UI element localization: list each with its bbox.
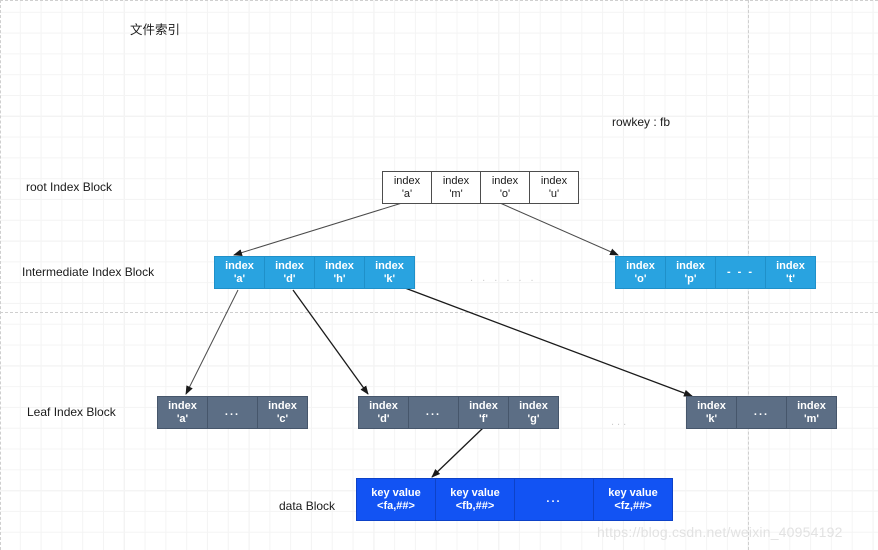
row-label-root: root Index Block <box>26 180 113 194</box>
arrow-root-a-to-intermediate-left <box>233 202 403 256</box>
data-cell-0-line2: <fa,##> <box>377 499 415 512</box>
leaf2-cell-3-line2: 'g' <box>527 412 540 425</box>
intermediate-right-cell-1-line2: 'p' <box>684 272 697 285</box>
intermediate-block-right[interactable]: index 'o' index 'p' - - - index 't' <box>615 256 816 289</box>
row-label-leaf: Leaf Index Block <box>27 405 116 419</box>
intermediate-right-cell-1-line1: index <box>676 259 705 272</box>
intermediate-right-cell-3[interactable]: index 't' <box>765 256 816 289</box>
leaf-block-a-c[interactable]: index 'a' ... index 'c' <box>157 396 308 429</box>
leaf1-cell-1-line1: ... <box>224 406 241 418</box>
leaf2-cell-2-line2: 'f' <box>479 412 488 425</box>
root-cell-3-line1: index <box>540 174 568 187</box>
root-cell-2[interactable]: index 'o' <box>480 171 530 204</box>
intermediate-left-cell-0-line1: index <box>225 259 254 272</box>
arrow-leaf-f-to-data-block <box>431 427 484 478</box>
intermediate-left-cell-2[interactable]: index 'h' <box>314 256 365 289</box>
leaf-block-k-m[interactable]: index 'k' ... index 'm' <box>686 396 837 429</box>
leaf1-cell-0-line1: index <box>168 399 197 412</box>
data-cell-0-line1: key value <box>371 486 421 499</box>
intermediate-left-cell-3[interactable]: index 'k' <box>364 256 415 289</box>
leaf2-cell-0[interactable]: index 'd' <box>358 396 409 429</box>
intermediate-left-cell-0-line2: 'a' <box>233 272 246 285</box>
intermediate-left-cell-1[interactable]: index 'd' <box>264 256 315 289</box>
row-label-data: data Block <box>279 499 336 513</box>
arrow-intermediate-a-to-leaf-1 <box>185 289 239 395</box>
leaf1-cell-2-line1: index <box>268 399 297 412</box>
guide-line-horizontal-mid <box>0 312 878 313</box>
root-index-block[interactable]: index 'a' index 'm' index 'o' index 'u' <box>382 171 579 204</box>
root-cell-0-line1: index <box>393 174 421 187</box>
data-cell-2-ellipsis[interactable]: ... <box>514 478 594 521</box>
intermediate-left-cell-1-line1: index <box>275 259 304 272</box>
diagram-title: 文件索引 <box>130 23 181 37</box>
leaf1-cell-1-ellipsis[interactable]: ... <box>207 396 258 429</box>
intermediate-block-left[interactable]: index 'a' index 'd' index 'h' index 'k' <box>214 256 415 289</box>
leaf3-cell-0[interactable]: index 'k' <box>686 396 737 429</box>
rowkey-note: rowkey : fb <box>612 115 671 129</box>
intermediate-left-cell-0[interactable]: index 'a' <box>214 256 265 289</box>
intermediate-right-cell-0-line1: index <box>626 259 655 272</box>
leaf3-cell-0-line1: index <box>697 399 726 412</box>
leaf3-cell-1-ellipsis[interactable]: ... <box>736 396 787 429</box>
data-cell-0[interactable]: key value <fa,##> <box>356 478 436 521</box>
leaf2-cell-2[interactable]: index 'f' <box>458 396 509 429</box>
data-cell-2-line1: ... <box>546 493 562 505</box>
data-cell-1[interactable]: key value <fb,##> <box>435 478 515 521</box>
root-cell-3-line2: 'u' <box>548 187 560 200</box>
arrow-intermediate-k-to-leaf-3 <box>404 287 693 397</box>
intermediate-left-cell-2-line2: 'h' <box>333 272 346 285</box>
intermediate-left-cell-1-line2: 'd' <box>283 272 296 285</box>
leaf-gap-dots: ... <box>611 416 630 428</box>
root-cell-1-line2: 'm' <box>449 187 463 200</box>
guide-line-vertical-left <box>0 0 1 550</box>
leaf3-cell-0-line2: 'k' <box>705 412 718 425</box>
data-block[interactable]: key value <fa,##> key value <fb,##> ... … <box>356 478 673 521</box>
leaf2-cell-0-line1: index <box>369 399 398 412</box>
leaf2-cell-1-line1: ... <box>425 406 442 418</box>
leaf3-cell-2[interactable]: index 'm' <box>786 396 837 429</box>
leaf2-cell-0-line2: 'd' <box>377 412 390 425</box>
intermediate-gap-dots: . . . . . . <box>470 272 537 284</box>
leaf3-cell-1-line1: ... <box>753 406 770 418</box>
leaf2-cell-2-line1: index <box>469 399 498 412</box>
intermediate-right-cell-2-line1: - - - <box>726 266 755 278</box>
intermediate-right-cell-3-line1: index <box>776 259 805 272</box>
root-cell-0[interactable]: index 'a' <box>382 171 432 204</box>
leaf1-cell-2-line2: 'c' <box>276 412 289 425</box>
leaf2-cell-3-line1: index <box>519 399 548 412</box>
leaf1-cell-2[interactable]: index 'c' <box>257 396 308 429</box>
leaf3-cell-2-line1: index <box>797 399 826 412</box>
root-cell-2-line1: index <box>491 174 519 187</box>
root-cell-3[interactable]: index 'u' <box>529 171 579 204</box>
intermediate-left-cell-3-line1: index <box>375 259 404 272</box>
root-cell-1-line1: index <box>442 174 470 187</box>
data-cell-3-line1: key value <box>608 486 658 499</box>
intermediate-right-cell-3-line2: 't' <box>786 272 795 285</box>
row-label-intermediate: Intermediate Index Block <box>22 265 155 279</box>
leaf-block-d-g[interactable]: index 'd' ... index 'f' index 'g' <box>358 396 559 429</box>
intermediate-right-cell-0[interactable]: index 'o' <box>615 256 666 289</box>
intermediate-right-cell-0-line2: 'o' <box>634 272 647 285</box>
data-cell-3[interactable]: key value <fz,##> <box>593 478 673 521</box>
root-cell-1[interactable]: index 'm' <box>431 171 481 204</box>
intermediate-left-cell-3-line2: 'k' <box>383 272 396 285</box>
leaf1-cell-0-line2: 'a' <box>176 412 189 425</box>
data-cell-1-line2: <fb,##> <box>455 499 495 512</box>
arrow-root-o-to-intermediate-right <box>499 202 619 256</box>
leaf1-cell-0[interactable]: index 'a' <box>157 396 208 429</box>
intermediate-right-cell-2-ellipsis[interactable]: - - - <box>715 256 766 289</box>
leaf3-cell-2-line2: 'm' <box>803 412 819 425</box>
watermark-text: https://blog.csdn.net/weixin_40954192 <box>597 524 843 540</box>
arrow-intermediate-d-to-leaf-2 <box>292 289 369 395</box>
leaf2-cell-3[interactable]: index 'g' <box>508 396 559 429</box>
data-cell-1-line1: key value <box>450 486 500 499</box>
leaf2-cell-1-ellipsis[interactable]: ... <box>408 396 459 429</box>
root-cell-2-line2: 'o' <box>499 187 511 200</box>
root-cell-0-line2: 'a' <box>401 187 413 200</box>
intermediate-right-cell-1[interactable]: index 'p' <box>665 256 716 289</box>
guide-line-horizontal-top <box>0 0 878 1</box>
data-cell-3-line2: <fz,##> <box>614 499 652 512</box>
intermediate-left-cell-2-line1: index <box>325 259 354 272</box>
